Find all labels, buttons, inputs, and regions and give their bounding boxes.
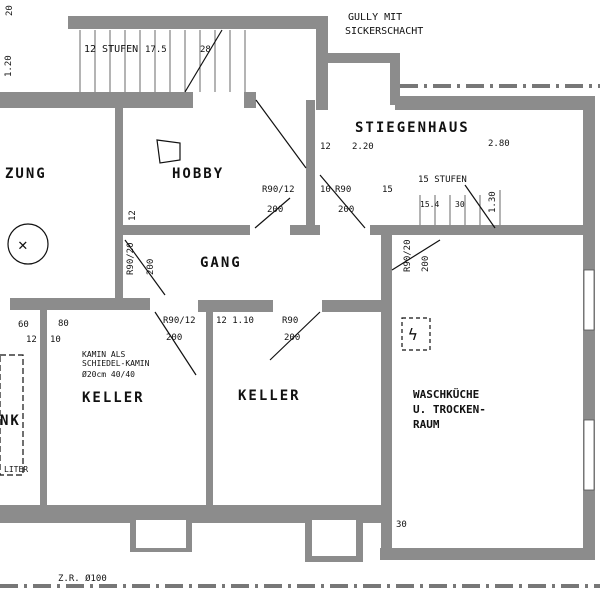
note-liter: LITER [4,465,28,474]
wall-hobby-right [306,100,315,228]
boiler-cross-icon: ✕ [18,235,28,254]
dim-k2-door: R90 [282,316,298,326]
note-stufen-stair: 15 STUFEN [418,175,467,185]
note-stufen-top-dim2: 28 [200,45,211,55]
wall-gully-right [390,53,400,105]
dim-120: 1.20 [4,55,14,77]
fixtures: ✕ ϟ [0,139,431,476]
note-stufen-stair-dim: 15.4 [420,200,439,209]
wall-top [68,16,328,29]
note-gully-1: GULLY MIT [348,12,402,23]
dim-d15: 15 [382,185,393,195]
note-gully-2: SICKERSCHACHT [345,26,423,37]
note-kamin-2: SCHIEDEL-KAMIN [82,359,150,368]
lightwell-2-inner [312,520,356,556]
note-stufen-stair-dim2: 30 [455,200,465,209]
wall-keller-top-left [10,298,150,310]
walls [0,16,600,588]
dim-stair-door: R90 [335,185,351,195]
note-zr: Z.R. Ø100 [58,573,107,584]
dim-20: 20 [5,5,15,16]
dim-12a: 12 [320,142,331,152]
dim-k1-door: R90/12 [163,316,196,326]
dim-k1-door-h: 200 [166,333,182,343]
dim-k2-door-h: 200 [284,333,300,343]
lightwell-1-inner [136,520,186,548]
dim-d80: 80 [58,319,69,329]
dim-hobby-door: R90/12 [262,185,295,195]
lightning-icon: ϟ [408,325,418,344]
wall-keller-top-mid [198,300,273,312]
dim-k2: 12 1.10 [216,316,254,326]
wall-keller-2 [206,305,213,510]
wall-gang-top-3 [370,225,595,235]
room-keller-left-label: KELLER [82,390,145,406]
note-stufen-top-dim: 17.5 [145,45,167,55]
wall-waschkueche-left [381,230,392,560]
dim-d60: 60 [18,320,29,330]
dim-hobby-door-h: 200 [267,205,283,215]
room-gang-label: GANG [200,255,242,271]
boiler-icon [7,223,49,265]
window-right-1 [583,269,595,331]
wall-gang-top-2 [290,225,320,235]
room-keller-right-label: KELLER [238,388,301,404]
dim-stair-door-h: 200 [338,205,354,215]
room-waschkueche-label-3: RAUM [413,418,440,431]
room-waschkueche-label-1: WASCHKÜCHE [413,387,479,401]
dim-220: 2.20 [352,142,374,152]
room-waschkueche-label-2: U. TROCKEN- [413,403,486,416]
wall-upper-left [0,92,193,108]
tank-outline [0,354,24,476]
stairs [79,29,501,376]
dim-d10b: 10 [50,335,61,345]
wall-pillar [244,92,256,108]
dim-130: 1.30 [488,191,498,213]
dim-d10: 10 [320,185,331,195]
note-kamin-3: Ø20cm 40/40 [82,369,135,379]
wall-gully-top [325,53,397,63]
wall-hobby-left [115,108,123,300]
wall-stiegenhaus-top [395,96,595,110]
room-tank-label: NK [0,413,21,429]
dim-wk-door: R90/20 [403,239,413,272]
window-right-2 [583,419,595,491]
dim-gang-door: R90/20 [126,242,136,275]
hobby-fixture [156,139,181,164]
dim-280: 2.80 [488,139,510,149]
room-stiegenhaus-label: STIEGENHAUS [355,120,470,136]
wall-stair-right [316,16,328,110]
wall-keller-top-right [322,300,388,312]
dim-wk-door-h: 200 [421,256,431,272]
room-hobby-label: HOBBY [172,166,224,182]
wall-bottom [0,505,392,523]
wall-waschkueche-bottom [380,548,595,560]
wall-gang-top-1 [120,225,250,235]
wall-keller-1 [40,310,47,510]
note-kamin-1: KAMIN ALS [82,350,126,359]
dim-d30: 30 [396,520,407,530]
dim-gang-door-h: 200 [146,259,156,275]
labels: ZUNG HOBBY STIEGENHAUS GANG KELLER KELLE… [0,5,510,584]
electrical-panel [401,317,431,351]
dim-d12c: 12 [26,335,37,345]
room-heizung-label: ZUNG [5,166,47,182]
note-stufen-top: 12 STUFEN [84,44,138,55]
dim-d12b: 12 [128,210,138,221]
